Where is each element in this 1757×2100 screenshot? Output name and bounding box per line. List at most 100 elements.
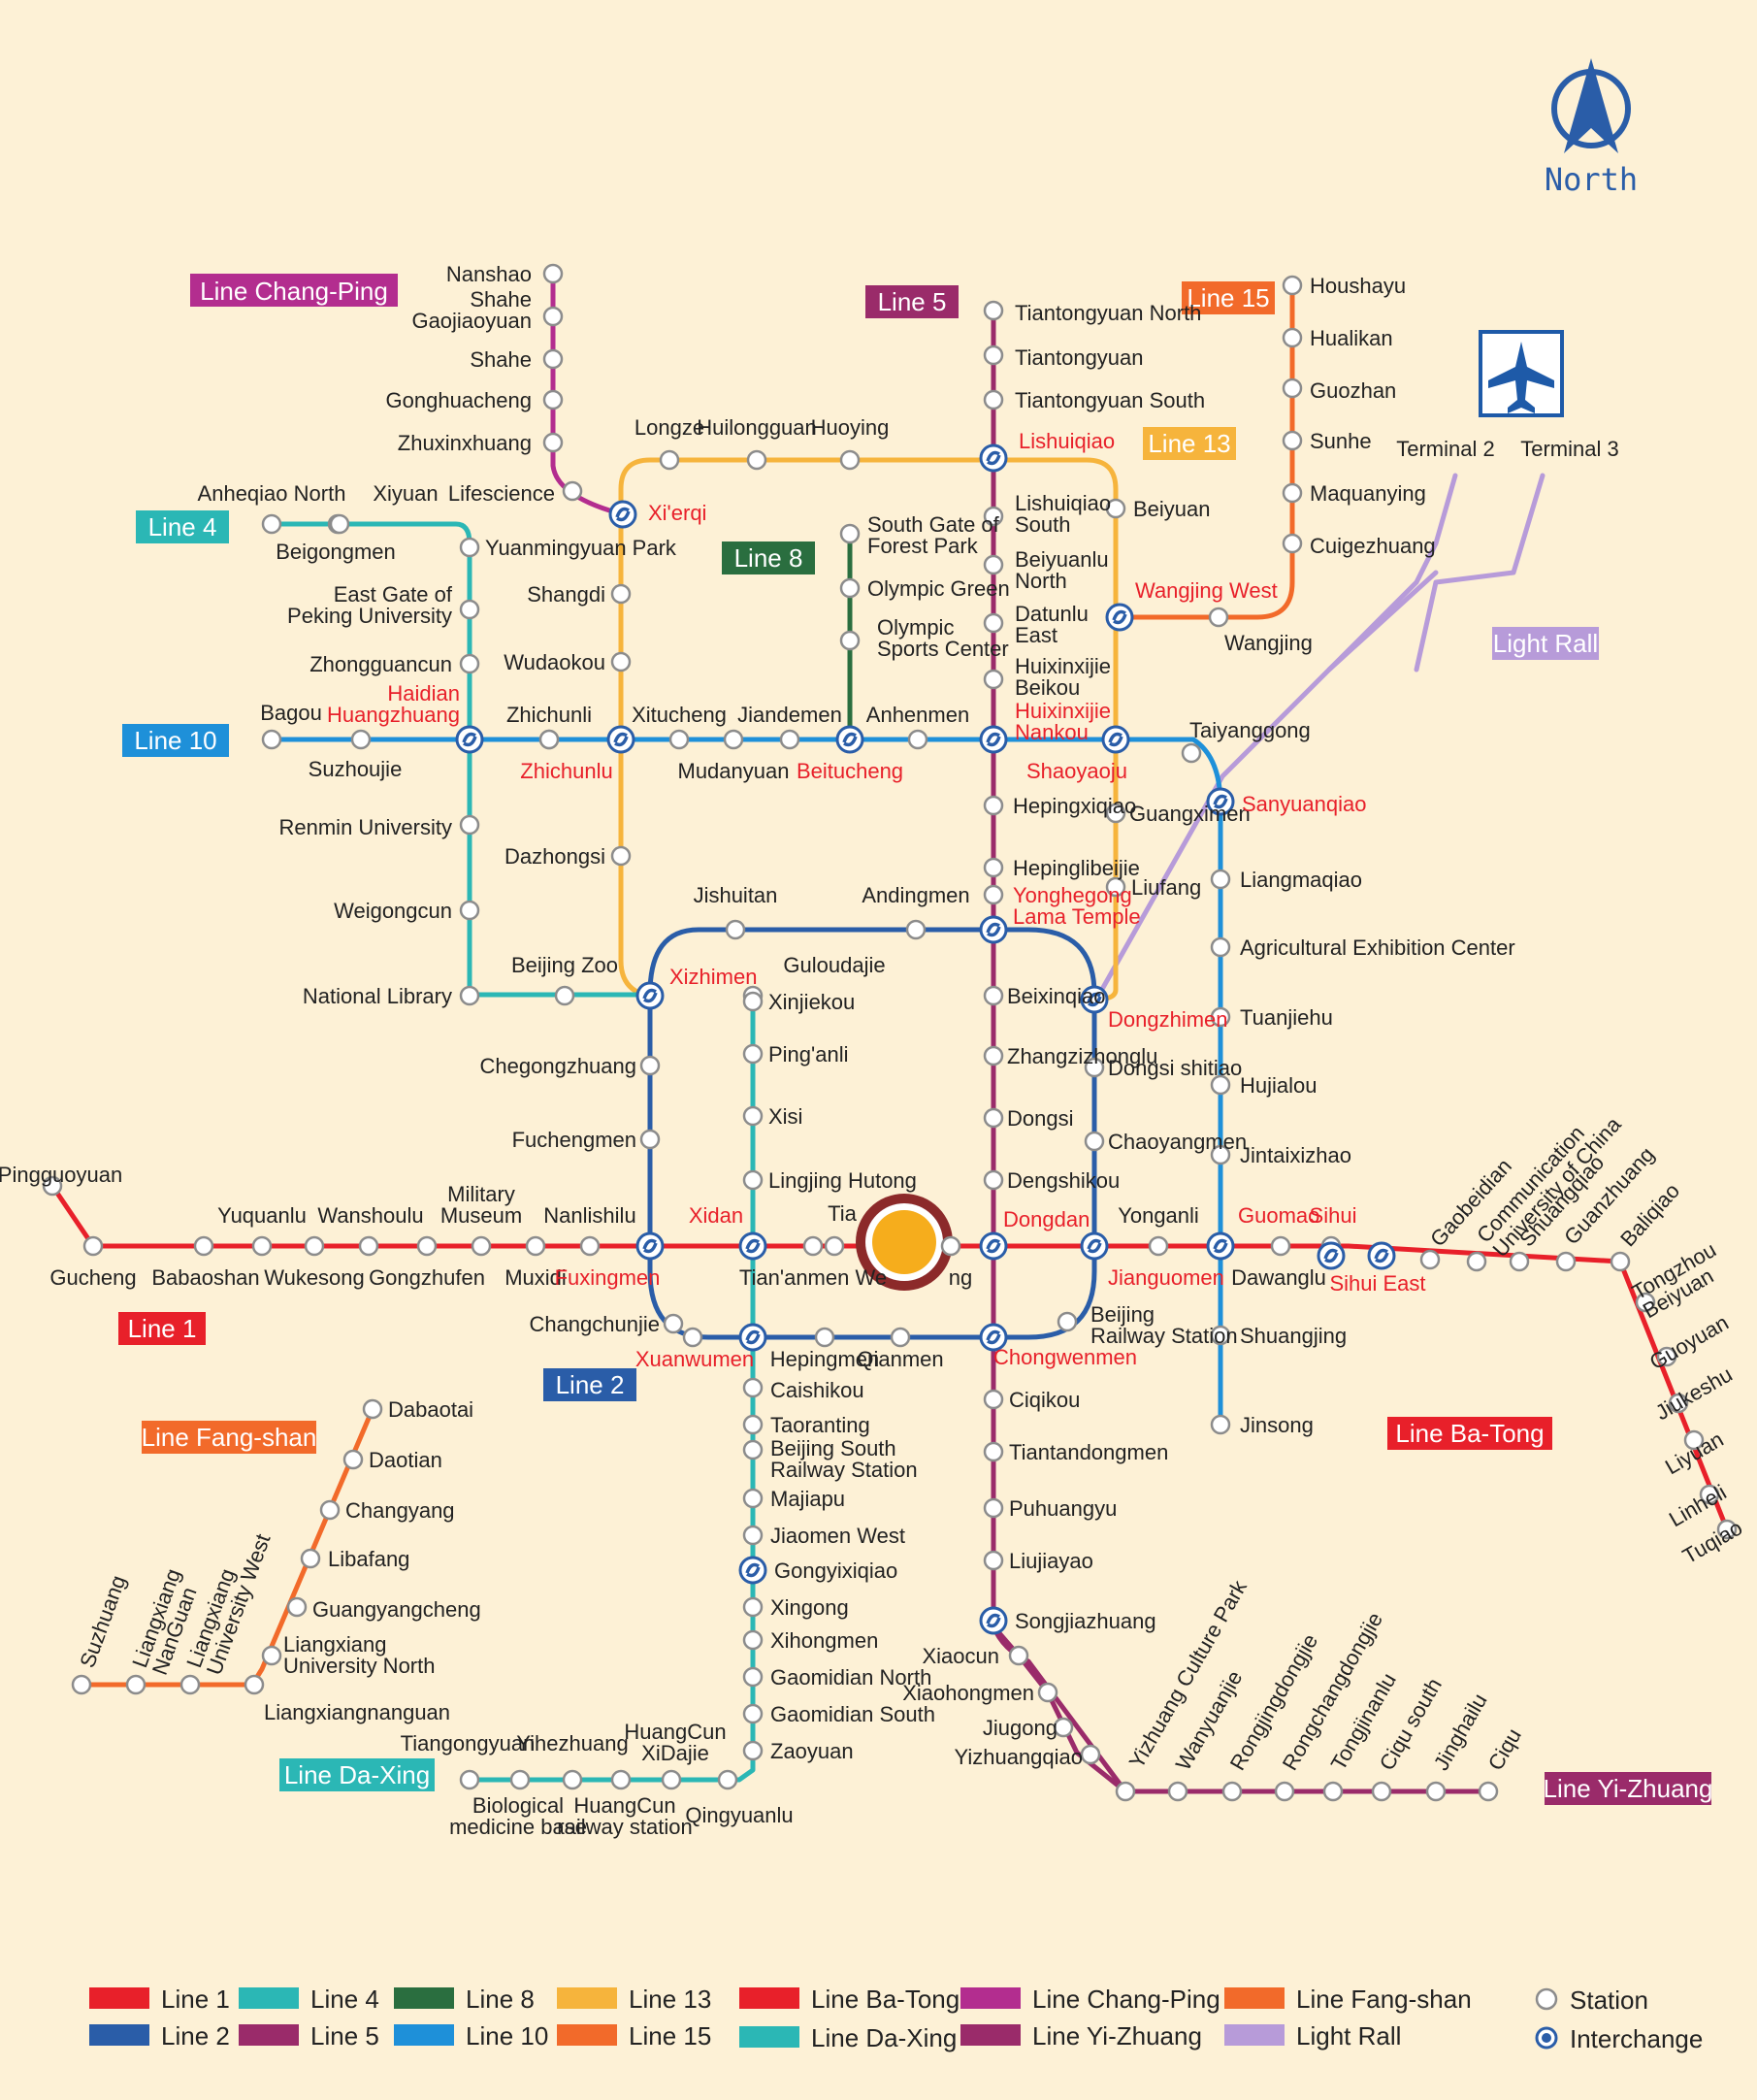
label-gucheng: Gucheng [49, 1265, 136, 1290]
tag-line-2: Line 2 [543, 1368, 636, 1401]
interchange-icon [455, 725, 484, 754]
label-terminal-3: Terminal 3 [1520, 437, 1618, 461]
station-baliqiao [1610, 1251, 1631, 1272]
tag-line-10: Line 10 [122, 724, 229, 757]
station-anhenmen [907, 729, 928, 750]
station-taiyanggong [1181, 742, 1202, 764]
label-beitucheng: Beitucheng [797, 759, 903, 783]
label-olympic_green: Olympic Green [867, 576, 1010, 601]
label-xitucheng: Xitucheng [632, 703, 727, 727]
svg-text:Line Fang-shan: Line Fang-shan [142, 1423, 317, 1452]
station-tiangongyuan [459, 1769, 480, 1790]
legend-label: Line Ba-Tong [811, 1985, 960, 2014]
station-hepingmen [814, 1327, 835, 1348]
station-gaomidian_north [742, 1666, 764, 1688]
legend-swatch [89, 2024, 149, 2046]
interchange-markers [455, 443, 1396, 1635]
legend-swatch [239, 2024, 299, 2046]
label-agricultural_exhibition: Agricultural Exhibition Center [1240, 935, 1515, 960]
label-shangdi: Shangdi [527, 582, 605, 607]
label-wukesong: Wukesong [264, 1265, 365, 1290]
station-nanshao [542, 263, 564, 284]
station-xingong [742, 1596, 764, 1618]
legend-label: Line Da-Xing [811, 2023, 957, 2052]
station-yizhuang_culture_park [1115, 1781, 1136, 1802]
tag-line-fang-shan: Line Fang-shan [142, 1421, 317, 1454]
station-huangcun_xidajie [661, 1769, 682, 1790]
label-taoranting: Taoranting [770, 1413, 870, 1437]
station-huangcun_railway [610, 1769, 632, 1790]
station-suzhoujie [350, 729, 372, 750]
station-pingguoyuan [42, 1175, 63, 1197]
station-caishikou [742, 1377, 764, 1398]
station-yonghegong [983, 884, 1004, 905]
station-liufang [1105, 876, 1126, 898]
station-xihongmen [742, 1629, 764, 1651]
interchange-icon [738, 1231, 767, 1261]
interchange-icon [1206, 787, 1235, 816]
station-biological_medicine_base [509, 1769, 531, 1790]
legend-label: Line 4 [310, 1985, 379, 2014]
label-jiugong: Jiugong [983, 1716, 1057, 1740]
legend-label: Line 5 [310, 2021, 379, 2051]
legend-item: Light Rall [1224, 2021, 1401, 2051]
label-sihui_east: Sihui East [1329, 1271, 1425, 1296]
label-wangjing: Wangjing [1224, 631, 1313, 655]
station-hujialou [1210, 1074, 1231, 1096]
station-sunhe [1282, 430, 1303, 451]
station-liyuan [1683, 1429, 1705, 1451]
label-wudaokou: Wudaokou [504, 650, 605, 674]
legend-label: Line Chang-Ping [1032, 1985, 1220, 2014]
line-tags: Line Chang-Ping Line 5 Line 15 Line 13 L… [118, 274, 1712, 1805]
label-tiananmen_west: Tian'anmen We [739, 1265, 887, 1290]
north-compass: North [1545, 58, 1638, 198]
legend-swatch [89, 1987, 149, 2009]
label-dabaotai: Dabaotai [388, 1397, 473, 1422]
label-libafang: Libafang [328, 1547, 409, 1571]
station-cuigezhuang [1282, 533, 1303, 554]
station-shangdi [610, 583, 632, 605]
label-pinganli: Ping'anli [768, 1042, 848, 1066]
station-olympic_green [839, 577, 861, 599]
interchange-icon [1080, 985, 1109, 1014]
station-zaoyuan [742, 1740, 764, 1761]
station-national_library [459, 985, 480, 1006]
line-1-batong [49, 1183, 1730, 1532]
label-sanyuanqiao: Sanyuanqiao [1242, 792, 1366, 816]
station-tiananmen_west [802, 1235, 824, 1257]
station-gonghuacheng [542, 389, 564, 410]
station-houshayu [1282, 275, 1303, 296]
station-daotian [342, 1449, 364, 1470]
label-xingong: Xingong [770, 1595, 849, 1620]
station-beigongmen [329, 513, 350, 535]
tag-line-1: Line 1 [118, 1312, 206, 1345]
label-songjiazhuang: Songjiazhuang [1015, 1609, 1156, 1633]
legend-swatch [960, 1987, 1021, 2009]
tag-line-yi-zhuang: Line Yi-Zhuang [1544, 1772, 1712, 1805]
label-yuquanlu: Yuquanlu [217, 1203, 307, 1228]
station-changyang [319, 1499, 341, 1521]
label-zhuxinxhuang: Zhuxinxhuang [398, 431, 532, 455]
station-lingjing_hutong [742, 1169, 764, 1191]
tag-line-da-xing: Line Da-Xing [279, 1758, 435, 1791]
station-huoying [839, 449, 861, 471]
station-nanlishilu [579, 1235, 601, 1257]
legend-symbols: Station Interchange [1535, 1985, 1703, 2053]
interchange-icon [606, 725, 635, 754]
station-gongzhufen [416, 1235, 438, 1257]
station-liangxiang_univ_north [261, 1645, 282, 1666]
station-tiantongyuan_south [983, 389, 1004, 410]
station-yonganli [1148, 1235, 1169, 1257]
label-yizhuangqiao: Yizhuangqiao [954, 1745, 1083, 1769]
station-beiyuan [1105, 498, 1126, 519]
north-arrow-icon [1564, 58, 1618, 153]
station-lifescience [562, 480, 583, 502]
label-houshayu: Houshayu [1310, 274, 1406, 298]
label-national_library: National Library [303, 984, 452, 1008]
